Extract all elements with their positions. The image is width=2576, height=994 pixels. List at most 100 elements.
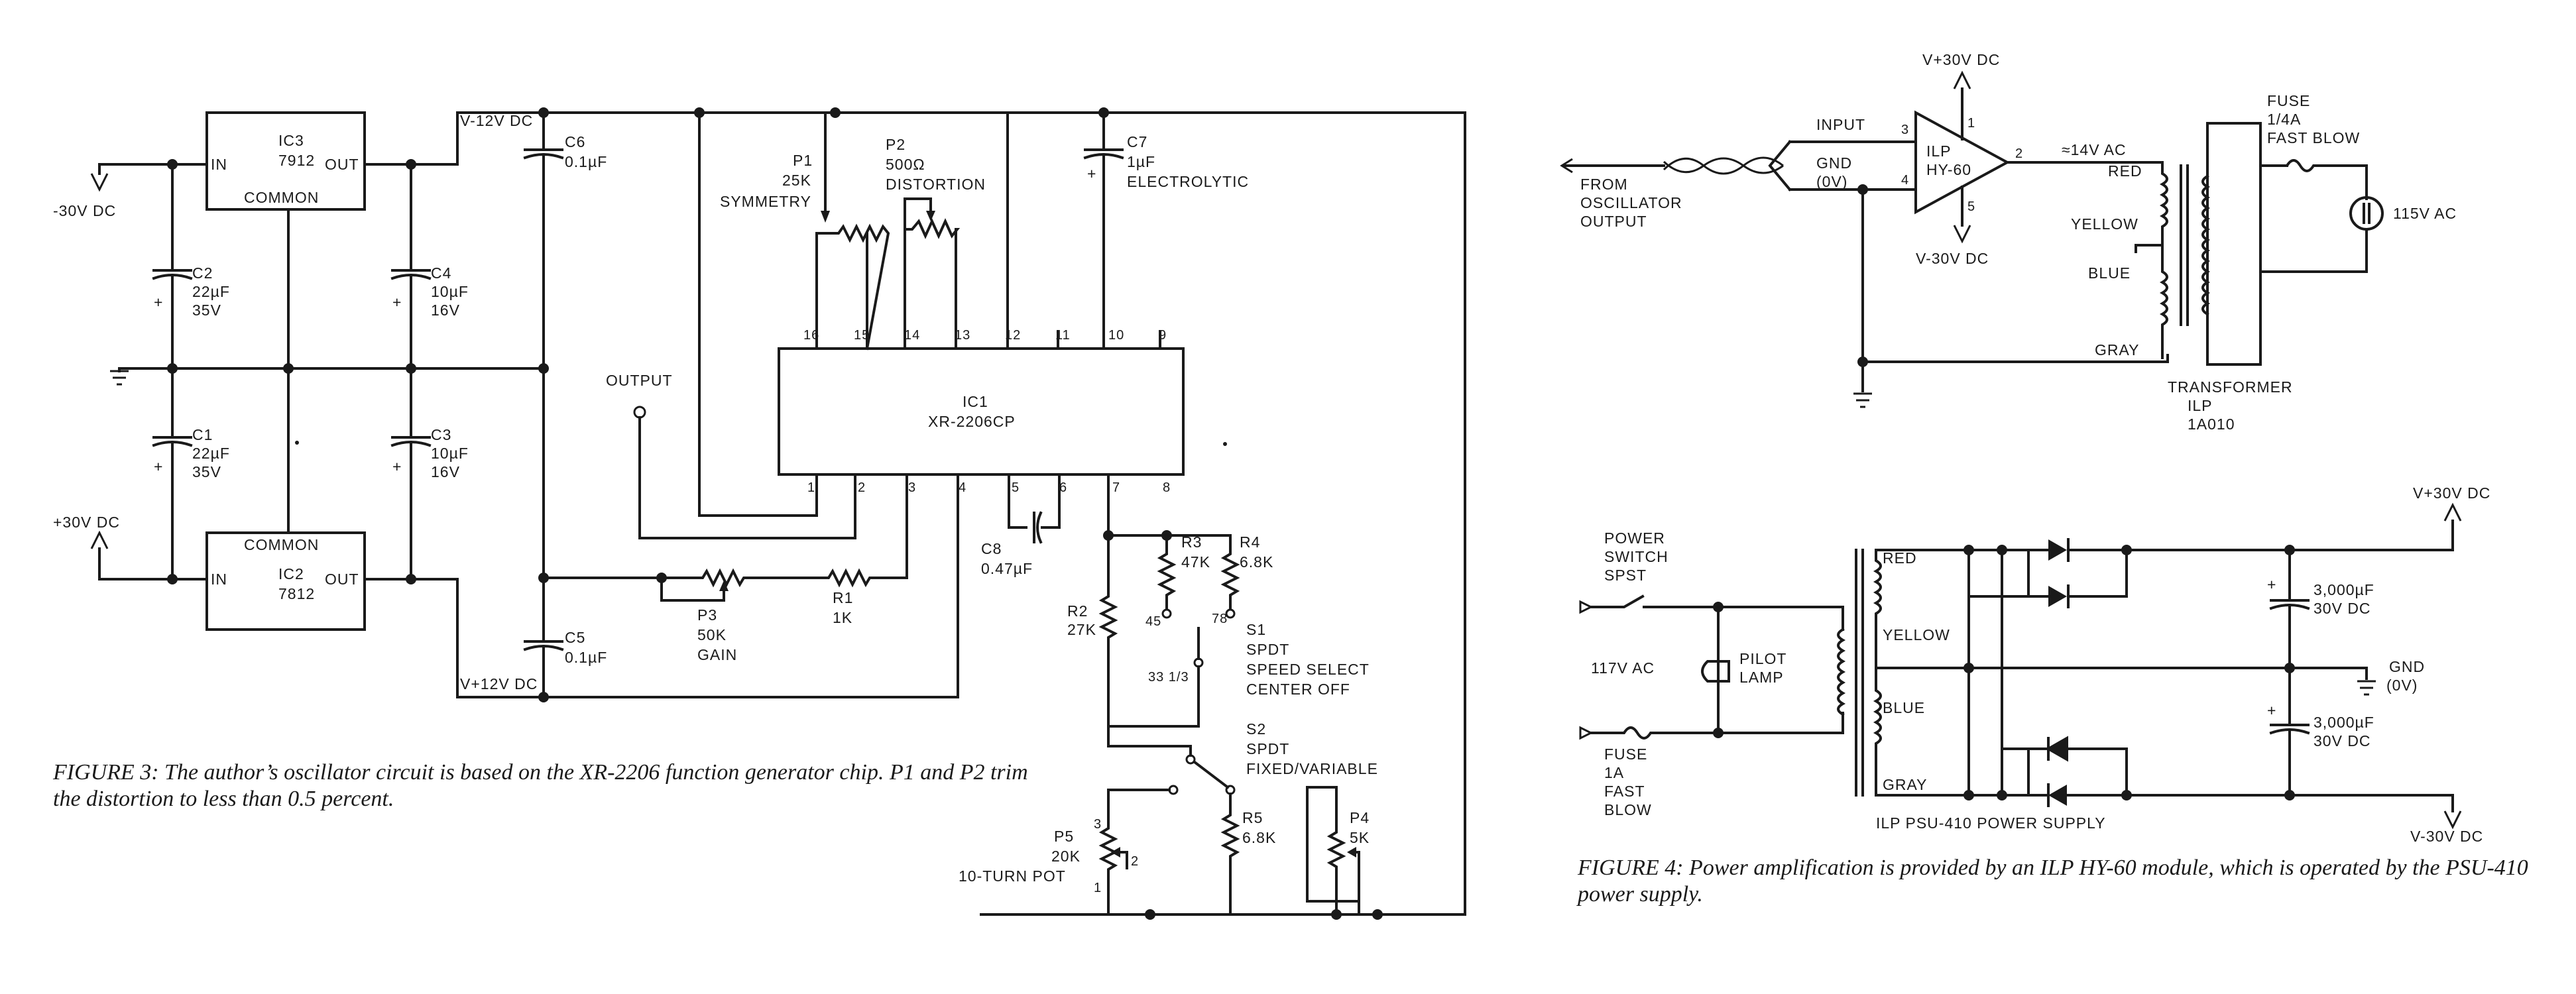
svg-text:SPDT: SPDT [1246, 740, 1289, 757]
svg-text:+: + [1087, 165, 1096, 182]
p1-potentiometer [815, 223, 890, 351]
svg-text:25K: 25K [782, 172, 811, 189]
c3-capacitor [390, 367, 432, 580]
svg-text:3: 3 [1901, 123, 1909, 137]
ground-icon [110, 370, 129, 386]
psu-transformer-primary [1837, 628, 1846, 716]
ic1-bottom-pins: 1 2 3 4 5 6 7 8 [807, 480, 1170, 495]
figure-4-caption: FIGURE 4: Power amplification is provide… [1578, 856, 2528, 907]
svg-text:115V AC: 115V AC [2393, 205, 2457, 222]
svg-text:RED: RED [2108, 162, 2142, 180]
svg-text:ELECTROLYTIC: ELECTROLYTIC [1127, 173, 1249, 190]
svg-text:117V AC: 117V AC [1591, 659, 1655, 677]
output-terminal [633, 406, 646, 419]
psu-cap-bottom [2269, 667, 2310, 797]
figure-3-oscillator: -30V DC IC3 7912 COMMON IN OUT C2 22µF 3… [53, 107, 1466, 920]
fuse-icon [2259, 159, 2368, 200]
ic3-common: COMMON [244, 189, 319, 206]
figure-4-amplifier: ILP HY-60 V+30V DC 1 V-30V DC 5 3 4 INPU… [1560, 51, 2457, 433]
svg-text:SPEED SELECT: SPEED SELECT [1246, 661, 1370, 678]
svg-text:4: 4 [1901, 173, 1909, 188]
s2-switch [1193, 760, 1230, 789]
svg-text:6.8K: 6.8K [1240, 553, 1273, 571]
svg-text:16V: 16V [431, 302, 460, 319]
svg-text:2: 2 [1131, 854, 1139, 869]
svg-text:GAIN: GAIN [697, 646, 737, 663]
ic1-xr2206 [778, 347, 1185, 476]
svg-text:1µF: 1µF [1127, 153, 1155, 170]
diode-icon [2048, 539, 2067, 561]
svg-text:IC1: IC1 [963, 393, 988, 410]
svg-text:78: 78 [1212, 612, 1228, 626]
svg-text:V+12V DC: V+12V DC [460, 675, 538, 692]
svg-text:CENTER OFF: CENTER OFF [1246, 681, 1350, 698]
svg-text:(0V): (0V) [2386, 677, 2418, 694]
svg-text:R2: R2 [1067, 602, 1088, 620]
svg-text:C4: C4 [431, 264, 451, 282]
c4-capacitor [390, 163, 432, 370]
svg-text:10-TURN POT: 10-TURN POT [959, 867, 1066, 885]
ic3-in: IN [211, 156, 227, 173]
svg-text:22µF: 22µF [192, 283, 230, 300]
svg-text:1: 1 [1967, 116, 1975, 131]
svg-text:ILP PSU-410 POWER SUPPLY: ILP PSU-410 POWER SUPPLY [1876, 814, 2106, 832]
diode-icon [2048, 586, 2067, 607]
figure-4-power-supply: POWER SWITCH SPST 117V AC FUSE 1A FAST B… [1579, 484, 2490, 845]
svg-text:1: 1 [807, 480, 815, 495]
svg-text:≈14V AC: ≈14V AC [2062, 141, 2127, 158]
ground-icon [2357, 680, 2376, 696]
svg-text:45: 45 [1145, 614, 1161, 629]
svg-text:R5: R5 [1242, 809, 1263, 826]
svg-text:47K: 47K [1181, 553, 1210, 571]
svg-text:10µF: 10µF [431, 283, 469, 300]
svg-text:P1: P1 [793, 152, 813, 169]
svg-text:4: 4 [959, 480, 966, 495]
input-arrow-icon [90, 173, 109, 192]
svg-text:13: 13 [955, 328, 970, 343]
svg-text:P4: P4 [1350, 809, 1370, 826]
svg-text:16: 16 [803, 328, 819, 343]
pilot-lamp-icon [1701, 660, 1730, 683]
r2-resistor [1098, 534, 1118, 728]
svg-text:6: 6 [1059, 480, 1067, 495]
svg-text:FUSE: FUSE [1604, 746, 1647, 763]
svg-text:0.47µF: 0.47µF [981, 560, 1033, 577]
ic3-name: IC3 [278, 132, 304, 149]
svg-text:C3: C3 [431, 426, 451, 443]
svg-text:5: 5 [1012, 480, 1020, 495]
svg-text:S2: S2 [1246, 720, 1266, 738]
psu-cap-top [2269, 549, 2310, 669]
svg-text:V-30V DC: V-30V DC [2410, 828, 2483, 845]
svg-text:5: 5 [1967, 199, 1975, 214]
pos30-label: +30V DC [53, 514, 120, 531]
svg-text:1: 1 [1094, 881, 1102, 895]
svg-text:GRAY: GRAY [1883, 776, 1927, 793]
svg-text:V+30V DC: V+30V DC [2413, 484, 2490, 502]
p2-potentiometer [904, 218, 961, 350]
svg-text:P2: P2 [886, 136, 906, 153]
shielded-cable-icon [1663, 156, 1784, 175]
svg-text:+: + [392, 294, 402, 311]
svg-text:9: 9 [1159, 328, 1167, 343]
svg-text:SWITCH: SWITCH [1604, 548, 1669, 565]
svg-text:V+30V DC: V+30V DC [1922, 51, 2000, 68]
svg-text:ILP: ILP [1926, 142, 1952, 160]
figure-3-caption: FIGURE 3: The author’s oscillator circui… [53, 760, 1028, 811]
svg-text:RED: RED [1883, 549, 1917, 567]
svg-text:R1: R1 [833, 589, 853, 606]
svg-text:GRAY: GRAY [2095, 341, 2139, 359]
svg-text:YELLOW: YELLOW [1883, 626, 1950, 643]
c5-capacitor [523, 367, 564, 698]
svg-text:OSCILLATOR: OSCILLATOR [1580, 194, 1682, 211]
svg-text:POWER: POWER [1604, 529, 1665, 547]
svg-text:3: 3 [908, 480, 916, 495]
svg-text:+: + [154, 458, 163, 475]
ic3-regulator [205, 111, 366, 211]
svg-text:3,000µF: 3,000µF [2313, 714, 2374, 731]
svg-text:16V: 16V [431, 463, 460, 480]
svg-text:FUSE: FUSE [2267, 92, 2310, 109]
diode-icon [2048, 785, 2067, 806]
svg-text:1A010: 1A010 [2188, 415, 2235, 433]
svg-text:33 1/3: 33 1/3 [1148, 670, 1189, 685]
svg-text:1A: 1A [1604, 764, 1624, 781]
